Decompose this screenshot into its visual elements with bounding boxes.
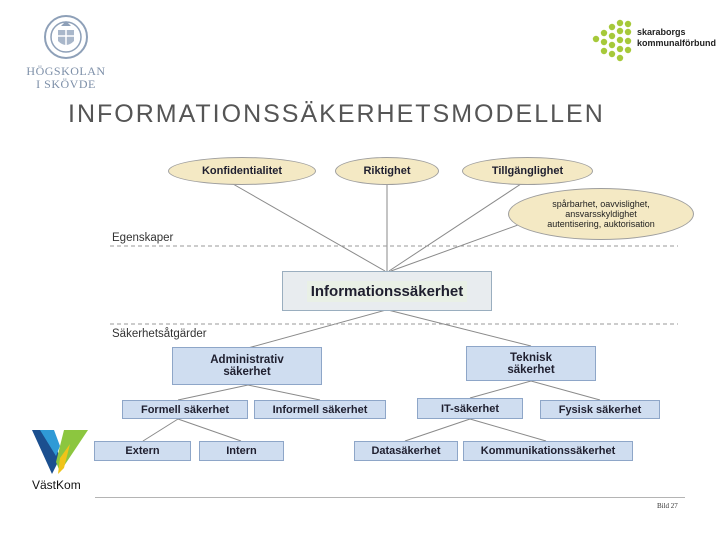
crest-icon [44, 15, 88, 59]
section-label-measures: Säkerhetsåtgärder [112, 328, 207, 340]
hogskolan-name-line2: I SKÖVDE [36, 77, 96, 91]
property-integrity: Riktighet [335, 157, 439, 185]
center-node-label: Informationssäkerhet [306, 280, 468, 302]
note-line: spårbarhet, oavvislighet, [552, 199, 650, 209]
node-informal: Informell säkerhet [254, 400, 386, 419]
node-physical: Fysisk säkerhet [540, 400, 660, 419]
node-internal: Intern [199, 441, 284, 461]
skaraborg-name-line2: kommunalförbund [637, 38, 716, 48]
footer-divider [95, 497, 685, 498]
skaraborg-logo: skaraborgs kommunalförbund [590, 18, 716, 66]
node-external: Extern [94, 441, 191, 461]
skaraborg-name: skaraborgs kommunalförbund [637, 27, 716, 49]
property-confidentiality: Konfidentialitet [168, 157, 316, 185]
node-technical: Teknisk säkerhet [466, 346, 596, 381]
node-it: IT-säkerhet [417, 398, 523, 419]
property-availability: Tillgänglighet [462, 157, 593, 185]
node-data-security: Datasäkerhet [354, 441, 458, 461]
hogskolan-name-line1: HÖGSKOLAN [26, 64, 106, 78]
hogskolan-logo: HÖGSKOLAN I SKÖVDE [26, 14, 106, 91]
node-communication-security: Kommunikationssäkerhet [463, 441, 633, 461]
center-node: Informationssäkerhet [282, 271, 492, 311]
note-line: autentisering, auktorisation [547, 219, 655, 229]
dot-cluster-icon [592, 19, 632, 62]
node-formal: Formell säkerhet [122, 400, 248, 419]
vastkom-name: VästKom [32, 478, 81, 492]
slide-number: Bild 27 [657, 502, 678, 510]
section-label-properties: Egenskaper [112, 232, 174, 244]
note-line: ansvarsskyldighet [565, 209, 637, 219]
vastkom-logo: VästKom [30, 428, 94, 492]
v-mark-icon [32, 430, 88, 474]
skaraborg-name-line1: skaraborgs [637, 27, 686, 37]
node-administrative: Administrativ säkerhet [172, 347, 322, 385]
page-title: INFORMATIONSSÄKERHETSMODELLEN [68, 100, 605, 128]
property-note: spårbarhet, oavvislighet, ansvarsskyldig… [508, 188, 694, 240]
